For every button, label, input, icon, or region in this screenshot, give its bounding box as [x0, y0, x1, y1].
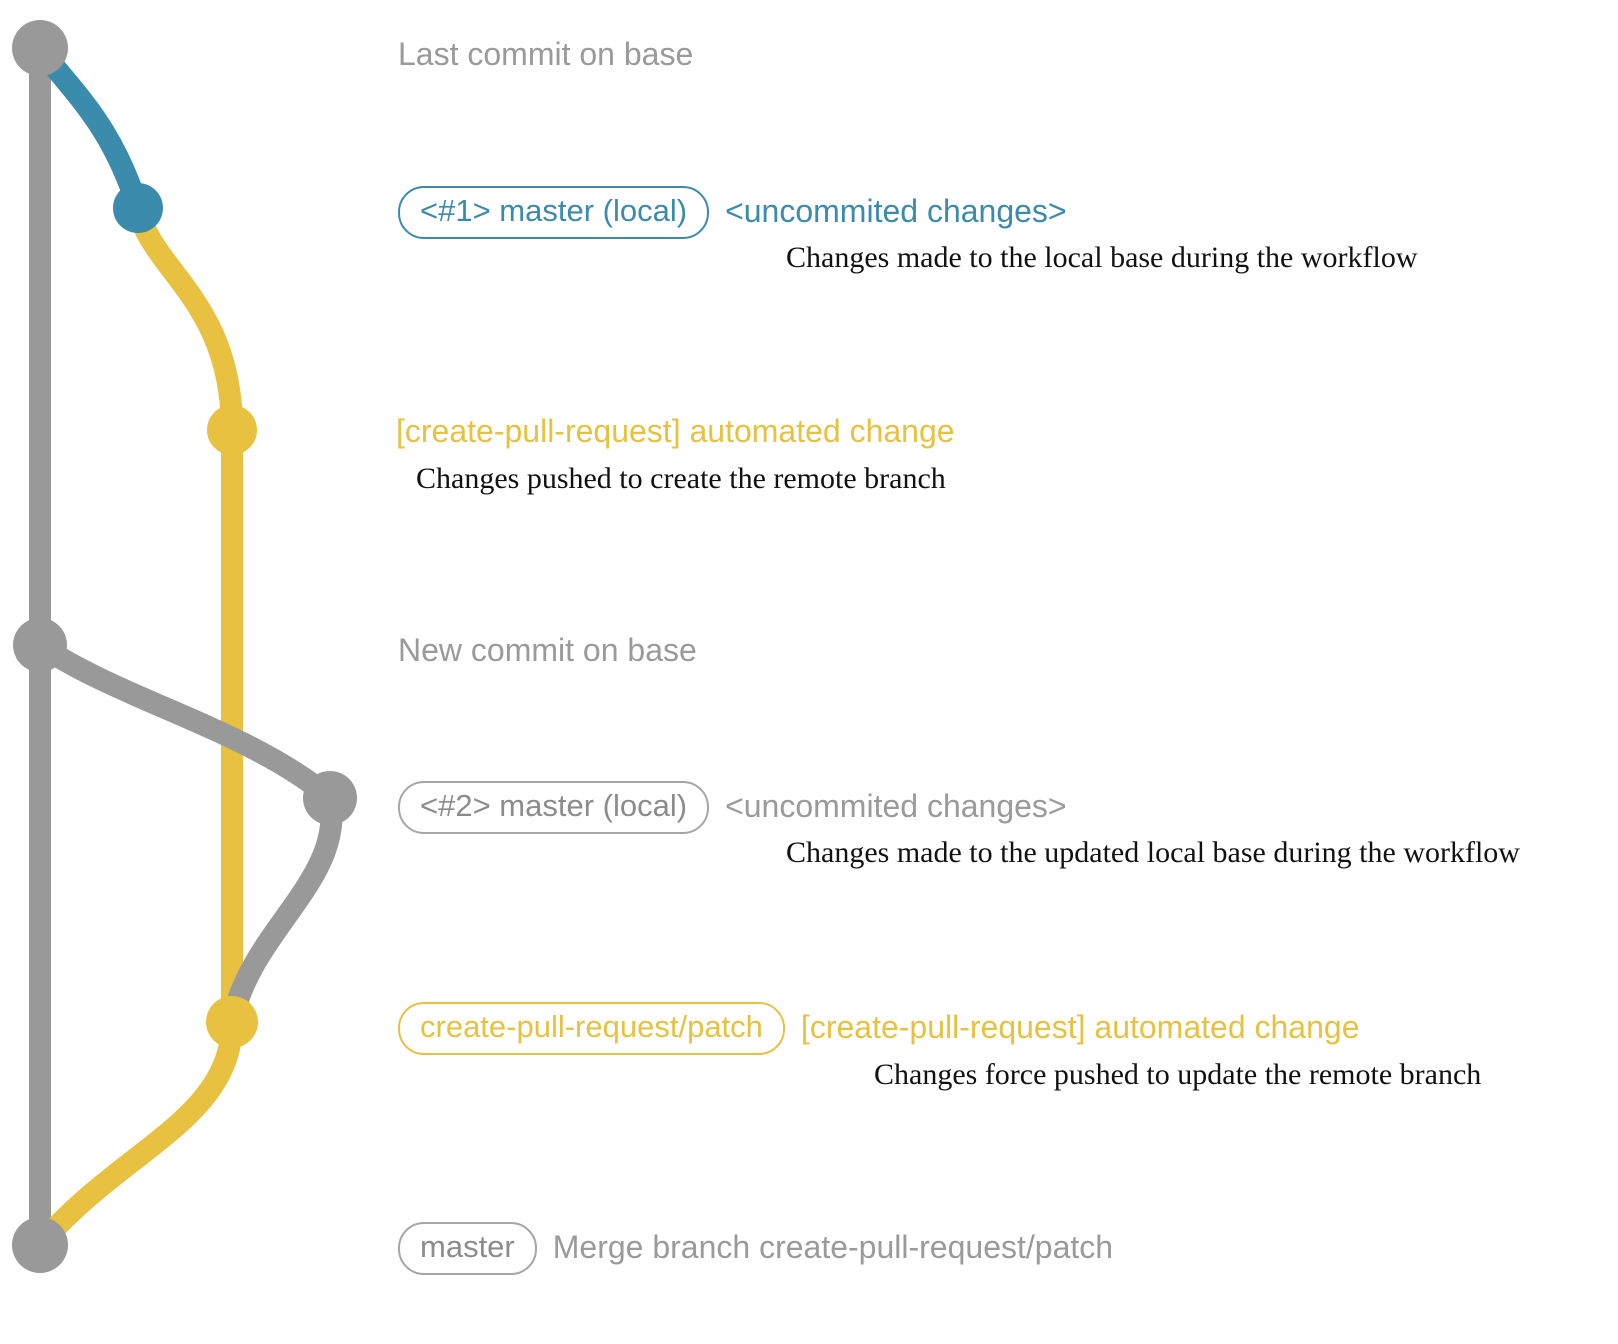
- commit-description-automated-change-2: Changes force pushed to update the remot…: [874, 1058, 1482, 1091]
- commit-subject-automated-change-2: [create-pull-request] automated change: [800, 1009, 1360, 1046]
- row-master-local-1: <#1> master (local) <uncommited changes>: [398, 186, 1067, 239]
- row-automated-change-2: create-pull-request/patch [create-pull-r…: [398, 1002, 1359, 1055]
- commit-description-master-local-2: Changes made to the updated local base d…: [786, 836, 1520, 869]
- commit-node-master-local-2: [303, 771, 357, 825]
- branch-badge-master-local-1[interactable]: <#1> master (local): [398, 186, 710, 239]
- commit-node-automated-change-2: [206, 996, 258, 1048]
- row-merge-commit: master Merge branch create-pull-request/…: [398, 1222, 1113, 1275]
- commit-subject-merge: Merge branch create-pull-request/patch: [552, 1229, 1114, 1266]
- commit-node-automated-change-1: [207, 405, 257, 455]
- commit-node-last-commit-on-base: [12, 20, 68, 76]
- commit-subject-master-local-1: <uncommited changes>: [725, 193, 1067, 230]
- commit-description-automated-change-1: Changes pushed to create the remote bran…: [416, 462, 946, 495]
- row-automated-change-1-subject: [create-pull-request] automated change: [396, 413, 955, 449]
- commit-node-new-commit-on-base: [13, 618, 67, 672]
- branch-badge-master[interactable]: master: [398, 1222, 537, 1275]
- commit-subject-master-local-2: <uncommited changes>: [725, 788, 1067, 825]
- row-new-commit-on-base-subject: New commit on base: [398, 632, 697, 668]
- commit-description-master-local-1: Changes made to the local base during th…: [786, 241, 1418, 274]
- commit-node-merge: [12, 1217, 68, 1273]
- git-graph: [12, 20, 357, 1273]
- branch-badge-create-pull-request-patch[interactable]: create-pull-request/patch: [398, 1002, 785, 1055]
- branch-badge-master-local-2[interactable]: <#2> master (local): [398, 781, 710, 834]
- commit-node-master-local-1: [113, 183, 163, 233]
- row-master-local-2: <#2> master (local) <uncommited changes>: [398, 781, 1067, 834]
- row-last-commit-on-base-subject: Last commit on base: [398, 36, 694, 72]
